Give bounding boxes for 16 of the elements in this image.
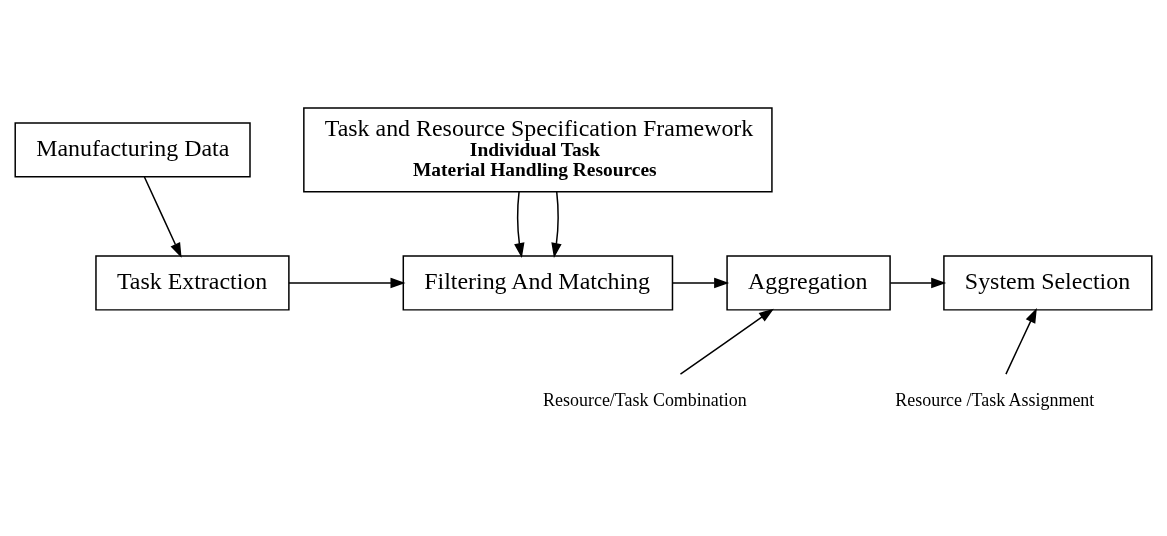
arrow	[551, 191, 562, 258]
arrow	[143, 176, 182, 258]
node-text: Resource /Task Assignment	[895, 389, 1095, 410]
arrow	[288, 277, 406, 289]
node-box: Manufacturing Data	[14, 122, 251, 178]
node-box: Filtering And Matching	[402, 255, 674, 311]
arrow	[671, 277, 730, 289]
arrow	[889, 277, 947, 289]
arrow	[679, 308, 774, 375]
node-box: Task Extraction	[95, 255, 290, 311]
node-text: Resource/Task Combination	[543, 389, 747, 410]
node-box: System Selection	[943, 255, 1153, 311]
arrow	[514, 191, 525, 258]
arrow	[1005, 307, 1037, 375]
node-box: Aggregation	[726, 255, 891, 311]
node-box: Task and Resource Specification Framework Individual Task Material Handling Resources	[303, 107, 773, 193]
